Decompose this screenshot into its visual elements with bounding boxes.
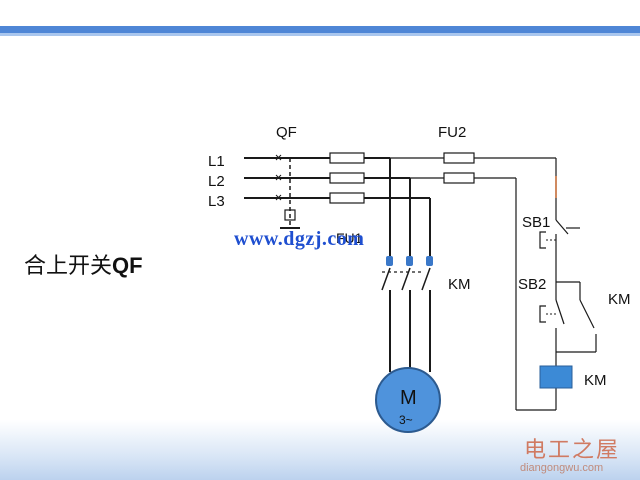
contactor-contact-dots — [386, 256, 433, 266]
phase-label-l2: L2 — [208, 173, 225, 190]
caption-prefix: 合上开关 — [24, 254, 113, 279]
fuse-main-label: FU1 — [336, 230, 363, 246]
breaker-label: QF — [276, 124, 297, 141]
logo-name: 电工之屋 — [524, 438, 621, 463]
stop-button-label: SB1 — [522, 214, 550, 231]
phase-label-l3: L3 — [208, 193, 225, 210]
coil-label: KM — [584, 372, 607, 389]
motor-sub-label: 3~ — [399, 413, 413, 427]
watermark-text: www.dgzj.com — [234, 228, 365, 250]
motor-symbol — [375, 367, 441, 433]
motor-label: M — [400, 387, 417, 409]
caption-suffix: QF — [112, 253, 143, 278]
bottom-band — [0, 420, 640, 480]
logo-url: diangongwu.com — [520, 462, 604, 474]
start-button-label: SB2 — [518, 276, 546, 293]
fuse-ctrl-label: FU2 — [438, 124, 466, 141]
phase-label-l1: L1 — [208, 153, 225, 170]
contactor-main-label: KM — [448, 276, 471, 293]
top-banner — [0, 0, 640, 36]
aux-contact-label: KM — [608, 291, 631, 308]
coil-km — [539, 365, 573, 389]
slide-caption: 合上开关QF — [24, 248, 143, 280]
site-logo: 电工之屋 diangongwu.com — [506, 432, 636, 478]
